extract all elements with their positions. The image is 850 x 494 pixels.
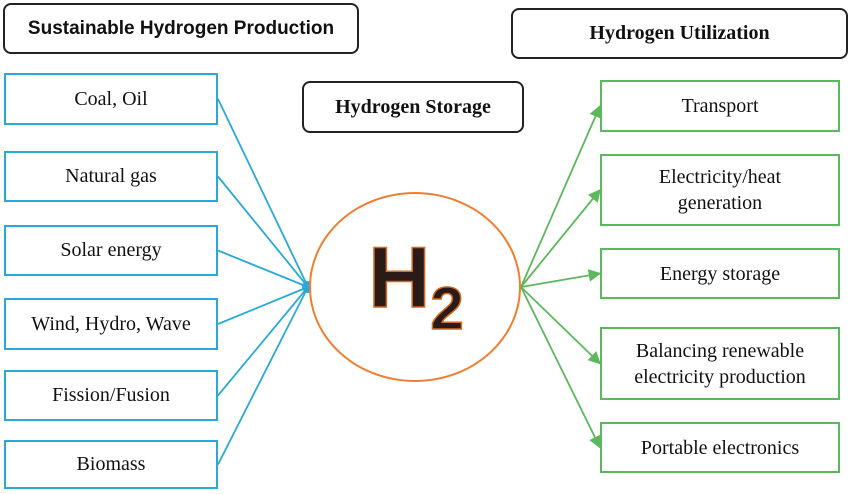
- h2-subscript: 2: [430, 275, 465, 342]
- source-coal-oil: Coal, Oil: [4, 73, 218, 125]
- source-connector-3: [217, 286, 309, 325]
- utilization-header: Hydrogen Utilization: [511, 8, 848, 59]
- source-natural-gas: Natural gas: [4, 151, 218, 202]
- storage-header: Hydrogen Storage: [302, 81, 524, 133]
- hydrogen-circle: H2: [309, 192, 521, 382]
- h2-symbol: H2: [367, 230, 465, 342]
- use-transport: Transport: [600, 80, 840, 132]
- utilization-arrow-2: [520, 269, 602, 288]
- production-header: Sustainable Hydrogen Production: [3, 3, 359, 54]
- source-wind-hydro-wave: Wind, Hydro, Wave: [4, 298, 218, 350]
- use-portable-electronics: Portable electronics: [600, 422, 840, 473]
- utilization-arrow-3: [520, 286, 601, 365]
- source-solar-energy: Solar energy: [4, 225, 218, 276]
- use-balancing-renewable: Balancing renewable electricity producti…: [600, 327, 840, 400]
- utilization-arrow-4: [520, 286, 601, 449]
- use-energy-storage: Energy storage: [600, 248, 840, 299]
- utilization-arrow-1: [520, 189, 601, 288]
- source-connector-2: [217, 249, 309, 288]
- source-connector-4: [217, 286, 309, 397]
- source-fission-fusion: Fission/Fusion: [4, 370, 218, 421]
- source-connector-0: [217, 98, 309, 288]
- use-electricity-heat: Electricity/heat generation: [600, 154, 840, 226]
- source-biomass: Biomass: [4, 440, 218, 489]
- source-connector-1: [217, 175, 309, 288]
- utilization-arrow-0: [520, 104, 602, 288]
- source-connector-5: [217, 286, 309, 465]
